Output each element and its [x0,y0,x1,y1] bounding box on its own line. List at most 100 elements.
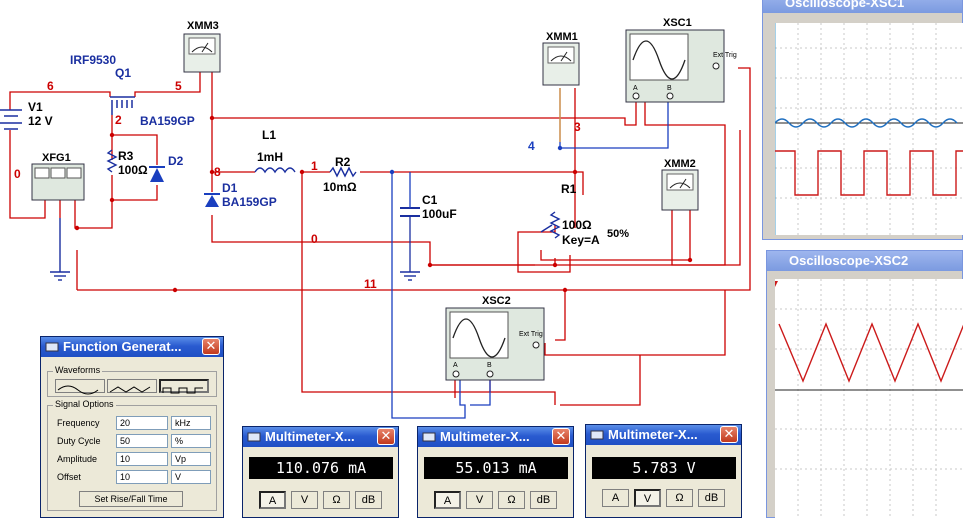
multimeter-2-display: 55.013 mA [424,457,568,479]
xsc1-label: XSC1 [663,17,692,29]
node-0a-label: 0 [14,167,21,181]
oscilloscope-xsc1-symbol[interactable] [625,29,725,103]
resistor-r2[interactable] [329,166,357,178]
set-rise-fall-button[interactable]: Set Rise/Fall Time [79,491,183,507]
xmm1-label: XMM1 [546,31,578,43]
xsc2-ext-trig: Ext Trig [519,331,543,338]
square-wave-button[interactable] [159,379,209,394]
function-generator-xfg1-symbol[interactable] [31,163,85,201]
c1-ref-label: C1 [422,193,438,207]
triangle-wave-icon [109,386,151,393]
function-generator-titlebar[interactable]: Function Generat... ✕ [41,337,223,357]
inductor-l1[interactable] [254,167,296,174]
multimeter-2-ammeter-button[interactable]: A [434,491,461,509]
oscilloscope-xsc1-window[interactable]: Oscilloscope-XSC1 [762,0,963,240]
multimeter-1-titlebar[interactable]: Multimeter-X... ✕ [243,427,398,447]
offset-unit-select[interactable]: V [171,470,211,484]
l1-value-label: 1mH [257,150,283,164]
multimeter-2-close-button[interactable]: ✕ [552,428,570,445]
multimeter-3-ohmmeter-button[interactable]: Ω [666,489,693,507]
node-5-label: 5 [175,79,182,93]
multimeter-3-close-button[interactable]: ✕ [720,426,738,443]
oscilloscope-xsc1-screen [775,23,963,235]
q1-ref-label: Q1 [115,66,131,80]
duty-cycle-unit[interactable]: % [171,434,211,448]
duty-cycle-label: Duty Cycle [57,436,101,446]
multimeter-2-titlebar[interactable]: Multimeter-X... ✕ [418,427,573,447]
function-generator-close-button[interactable]: ✕ [202,338,220,355]
r3-value-label: 100Ω [118,163,148,177]
node-4-label: 4 [528,139,535,153]
offset-input[interactable]: 10 [116,470,168,484]
xsc1-pin-b: B [667,85,672,92]
battery-v1[interactable] [0,109,22,130]
d1-ref-label: D1 [222,181,238,195]
xmm3-label: XMM3 [187,20,219,32]
multimeter-2-window-icon [422,432,436,442]
xsc2-pin-a: A [453,362,458,369]
oscilloscope-xsc2-symbol[interactable] [445,307,545,381]
multimeter-1-ohmmeter-button[interactable]: Ω [323,491,350,509]
multimeter-1-close-button[interactable]: ✕ [377,428,395,445]
multimeter-1-title: Multimeter-X... [265,429,355,444]
frequency-unit-select[interactable]: kHz [171,416,211,430]
node-0b-label: 0 [311,232,318,246]
r2-ref-label: R2 [335,155,351,169]
duty-cycle-input[interactable]: 50 [116,434,168,448]
multimeter-1-db-button[interactable]: dB [355,491,382,509]
oscilloscope-xsc2-titlebar[interactable]: Oscilloscope-XSC2 [767,251,962,271]
ground-symbols [50,218,420,281]
diode-d2[interactable] [149,166,165,182]
signal-options-group [47,405,217,511]
multimeter-3-db-button[interactable]: dB [698,489,725,507]
v1-value-label: 12 V [28,114,53,128]
xsc1-pin-a: A [633,85,638,92]
mosfet-q1[interactable] [110,96,135,115]
potentiometer-r1[interactable] [540,211,561,239]
amplitude-label: Amplitude [57,454,98,464]
waveforms-group [47,371,217,397]
multimeter-3-titlebar[interactable]: Multimeter-X... ✕ [586,425,741,445]
oscilloscope-xsc2-window[interactable]: Oscilloscope-XSC2 [766,250,963,519]
signal-options-title: Signal Options [53,399,116,409]
multimeter-2-ohmmeter-button[interactable]: Ω [498,491,525,509]
multimeter-window-3[interactable]: Multimeter-X... ✕ 5.783 V A V Ω dB [585,424,742,518]
multimeter-window-1[interactable]: Multimeter-X... ✕ 110.076 mA A V Ω dB [242,426,399,518]
q1-model-label: IRF9530 [70,53,116,67]
multimeter-1-ammeter-button[interactable]: A [259,491,286,509]
amplitude-unit-select[interactable]: Vp [171,452,211,466]
amplitude-input[interactable]: 10 [116,452,168,466]
multimeter-window-2[interactable]: Multimeter-X... ✕ 55.013 mA A V Ω dB [417,426,574,518]
diode-d1[interactable] [204,193,220,207]
xsc2-pin-b: B [487,362,492,369]
d2-model-label: BA159GP [140,114,195,128]
frequency-input[interactable]: 20 [116,416,168,430]
multimeter-3-ammeter-button[interactable]: A [602,489,629,507]
capacitor-c1[interactable] [400,172,420,272]
multimeter-2-voltmeter-button[interactable]: V [466,491,493,509]
multimeter-3-window-icon [590,430,604,440]
sine-wave-button[interactable] [55,379,105,395]
oscilloscope-xsc1-title: Oscilloscope-XSC1 [785,0,905,10]
triangle-wave-button[interactable] [107,379,157,393]
multimeter-3-voltmeter-button[interactable]: V [634,489,661,507]
r2-value-label: 10mΩ [323,180,357,194]
multimeter-xmm3-symbol[interactable] [183,33,221,73]
node-3-label: 3 [574,120,581,134]
multimeter-2-db-button[interactable]: dB [530,491,557,509]
resistor-r3[interactable] [106,149,118,173]
function-generator-window[interactable]: Function Generat... ✕ Waveforms Signal O… [40,336,224,518]
function-generator-title: Function Generat... [63,339,182,354]
function-generator-window-icon [45,342,59,352]
oscilloscope-xsc1-titlebar[interactable]: Oscilloscope-XSC1 [763,0,962,13]
multimeter-xmm1-symbol[interactable] [542,42,580,86]
oscilloscope-xsc2-screen [775,279,963,519]
multimeter-2-title: Multimeter-X... [440,429,530,444]
blue-junction-dots [389,145,563,175]
multimeter-1-voltmeter-button[interactable]: V [291,491,318,509]
square-wave-icon [162,387,203,394]
multimeter-xmm2-symbol[interactable] [661,169,699,211]
offset-label: Offset [57,472,81,482]
multimeter-1-window-icon [247,432,261,442]
